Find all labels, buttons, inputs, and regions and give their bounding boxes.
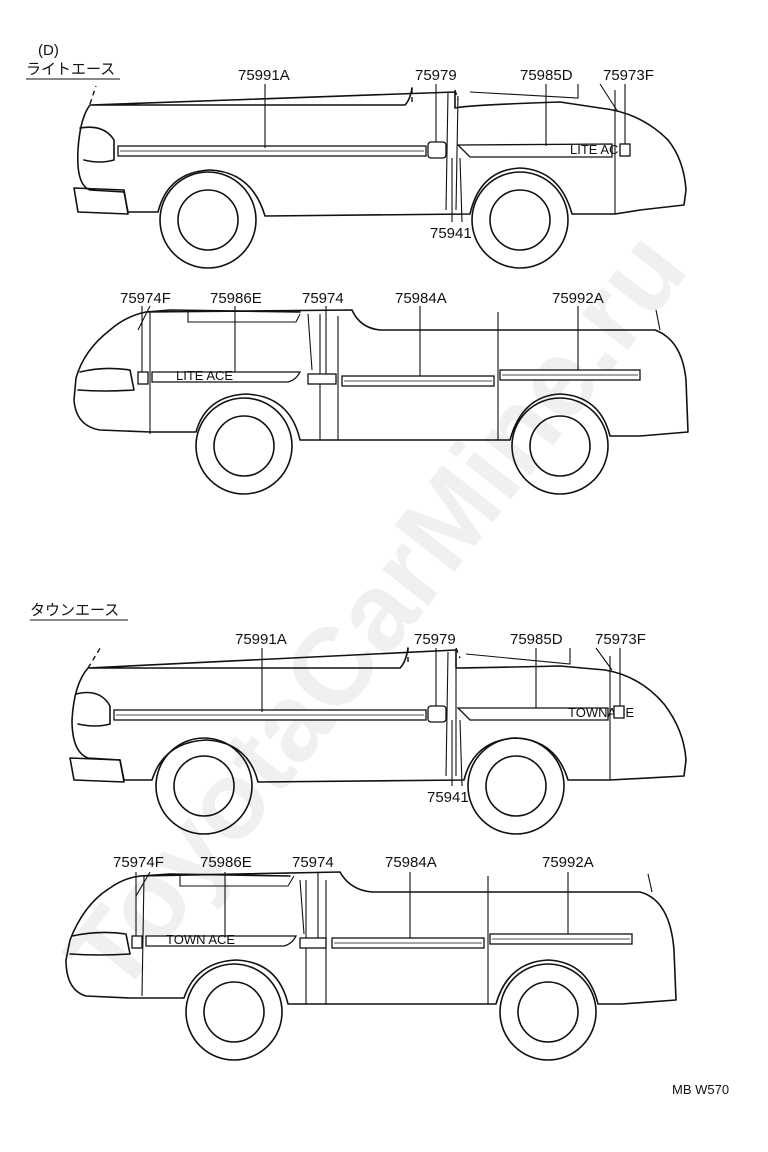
van-right-side-townace: TOWNACE 75991A 75979 75985D 75973F 75941 xyxy=(69,631,687,835)
emblem-75979 xyxy=(427,705,447,723)
van-body-outline xyxy=(65,871,677,1005)
badge-text: TOWN ACE xyxy=(166,932,235,947)
emblem-75979 xyxy=(427,141,447,159)
callout-label: 75941 xyxy=(430,225,472,242)
front-wheel-hub xyxy=(177,189,239,251)
rear-wheel xyxy=(499,963,597,1061)
callout-label: 75974 xyxy=(302,290,344,307)
molding-75974F xyxy=(131,935,143,949)
front-lamp xyxy=(69,931,131,956)
callout-label: 75992A xyxy=(552,290,604,307)
front-wheel xyxy=(159,171,257,269)
molding-75985D xyxy=(456,707,609,721)
callout-label: 75979 xyxy=(414,631,456,648)
rear-wheel-hub xyxy=(485,755,547,817)
callout-label: 75974 xyxy=(292,854,334,871)
drawing-code: MB W570 xyxy=(672,1082,729,1097)
front-wheel-hub xyxy=(213,415,275,477)
roof-dashed xyxy=(87,644,461,669)
molding-75974F xyxy=(137,371,149,385)
callout-label: 75986E xyxy=(210,290,262,307)
callout-label: 75985D xyxy=(510,631,563,648)
rear-wheel-hub xyxy=(489,189,551,251)
molding-75973F xyxy=(613,705,625,719)
callout-label: 75974F xyxy=(120,290,171,307)
rear-wheel xyxy=(467,737,565,835)
callout-label: 75979 xyxy=(415,67,457,84)
van-right-side-liteace: LITE ACE 75991A 75979 75985D 75973F 7594… xyxy=(73,67,687,269)
callout-label: 75941 xyxy=(427,789,469,806)
front-lamp xyxy=(79,126,115,163)
rear-wheel xyxy=(511,397,609,495)
section-marker: (D) xyxy=(38,42,59,59)
callout-label: 75974F xyxy=(113,854,164,871)
front-wheel xyxy=(155,737,253,835)
callout-label: 75973F xyxy=(595,631,646,648)
molding-75974 xyxy=(307,373,337,385)
rear-bumper xyxy=(73,187,129,215)
callout-label: 75985D xyxy=(520,67,573,84)
molding-75974 xyxy=(299,937,327,949)
door-line xyxy=(445,90,616,214)
rear-bumper xyxy=(69,757,125,783)
badge-text: LITE ACE xyxy=(176,368,233,383)
front-lamp xyxy=(75,691,111,727)
rear-wheel-hub xyxy=(517,981,579,1043)
front-wheel xyxy=(185,963,283,1061)
rear-wheel-hub xyxy=(529,415,591,477)
callout-label: 75984A xyxy=(385,854,437,871)
front-lamp xyxy=(77,367,135,392)
roof-dashed xyxy=(89,85,459,105)
molding-75973F xyxy=(619,143,631,157)
van-body-outline xyxy=(73,309,689,441)
front-wheel-hub xyxy=(173,755,235,817)
van-left-side-liteace: LITE ACE 75974F 75986E 75974 75984A 7599… xyxy=(73,290,689,495)
rear-wheel xyxy=(471,171,569,269)
callout-label: 75986E xyxy=(200,854,252,871)
front-wheel-hub xyxy=(203,981,265,1043)
callout-label: 75973F xyxy=(603,67,654,84)
van-left-side-townace: TOWN ACE 75974F 75986E 75974 75984A 7599… xyxy=(65,854,677,1061)
door-line xyxy=(445,651,611,780)
callout-label: 75991A xyxy=(238,67,290,84)
callout-label: 75984A xyxy=(395,290,447,307)
callout-label: 75992A xyxy=(542,854,594,871)
callout-label: 75991A xyxy=(235,631,287,648)
badge-text: LITE ACE xyxy=(570,142,627,157)
section-title-liteace: ライトエース xyxy=(26,61,115,78)
molding-75985D xyxy=(456,143,613,158)
molding-75986E xyxy=(151,371,302,383)
front-wheel xyxy=(195,397,293,495)
section-title-townace: タウンエース xyxy=(30,602,119,619)
molding-75986E xyxy=(145,935,298,947)
